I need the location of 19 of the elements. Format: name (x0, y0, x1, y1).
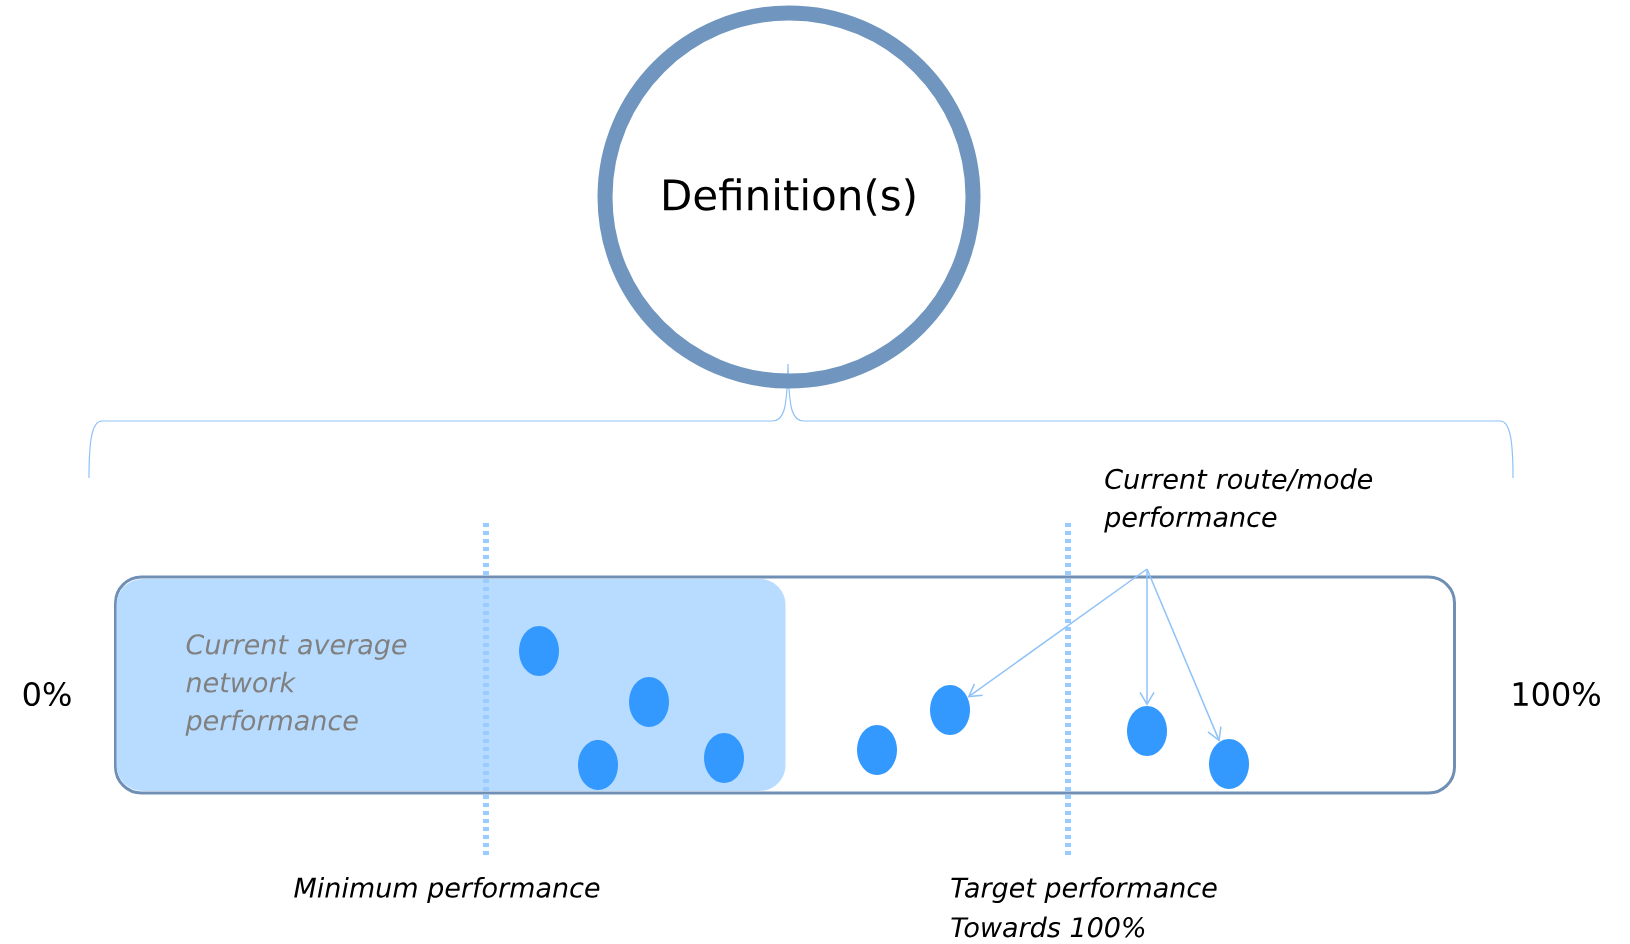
axis-label: Minimum performance (294, 876, 600, 904)
dot (704, 733, 744, 783)
dot (578, 740, 618, 790)
callout-text: Current route/mode performance (1104, 468, 1373, 533)
dot (1127, 706, 1167, 756)
dot (519, 626, 559, 676)
arrow (967, 568, 1148, 698)
shaded-region: Current average network performance (116, 579, 786, 791)
percent-label: 0% (23, 681, 71, 707)
dot (857, 725, 897, 775)
axis-label: Target performance (951, 876, 1217, 904)
dot (930, 685, 970, 735)
arrow (1146, 568, 1222, 742)
dot (1209, 739, 1249, 789)
percent-label: 100% (1513, 681, 1600, 707)
axis-label: Towards 100% (951, 916, 1145, 938)
arrow (1139, 568, 1155, 706)
dot (629, 677, 669, 727)
bar (114, 575, 1456, 795)
